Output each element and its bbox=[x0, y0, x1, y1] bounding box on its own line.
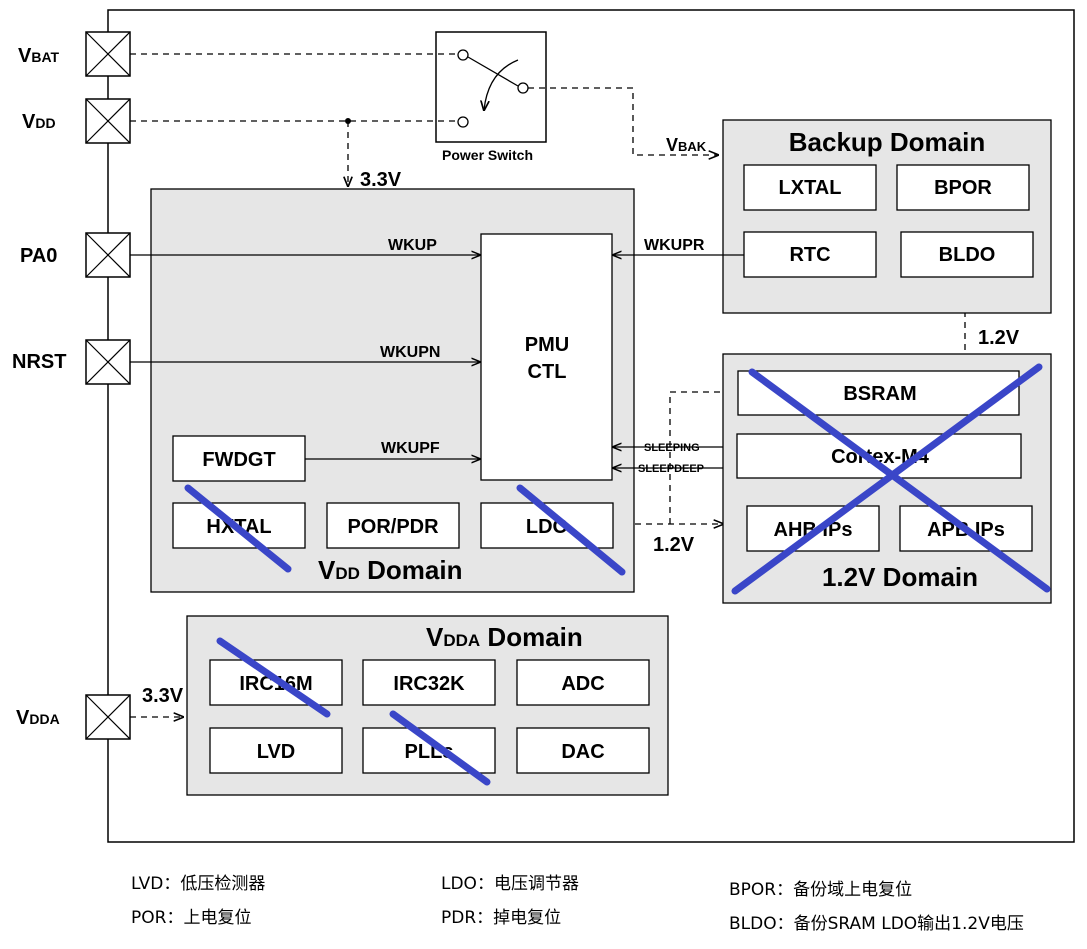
legend-pdr: PDR：掉电复位 bbox=[441, 908, 561, 928]
domain-1v2-title: 1.2V Domain bbox=[822, 562, 978, 592]
pin-label-vbat: VBAT bbox=[18, 45, 60, 67]
pad-vdda bbox=[85, 694, 131, 740]
pad-nrst bbox=[85, 339, 131, 385]
power-switch-label: Power Switch bbox=[442, 147, 533, 163]
legend-lvd: LVD：低压检测器 bbox=[131, 874, 265, 894]
pad-vdd bbox=[85, 98, 131, 144]
block-rtc: RTC bbox=[789, 244, 830, 266]
block-dac: DAC bbox=[561, 741, 604, 763]
pin-label-pa0: PA0 bbox=[20, 245, 57, 267]
pin-label-nrst: NRST bbox=[12, 351, 66, 373]
legend-por: POR：上电复位 bbox=[131, 908, 251, 928]
block-lvd: LVD bbox=[257, 741, 296, 763]
power-switch bbox=[435, 31, 547, 143]
legend-ldo: LDO：电压调节器 bbox=[441, 874, 579, 894]
strike-hxtal bbox=[184, 484, 292, 573]
legend-bldo: BLDO：备份SRAM LDO输出1.2V电压 bbox=[729, 914, 1024, 934]
signal-sleeping: SLEEPING bbox=[644, 442, 700, 454]
voltage-label-3v3-top: 3.3V bbox=[360, 169, 402, 191]
strike-marks bbox=[184, 363, 1051, 786]
block-bpor: BPOR bbox=[934, 177, 992, 199]
backup-domain bbox=[722, 119, 1052, 314]
signal-wkupr: WKUPR bbox=[644, 237, 705, 254]
strike-irc16m bbox=[216, 637, 331, 718]
voltage-label-1v2-backup: 1.2V bbox=[978, 327, 1020, 349]
strike-1v2-domain-b bbox=[731, 363, 1043, 595]
signal-wkupf: WKUPF bbox=[381, 440, 440, 457]
block-fwdgt: FWDGT bbox=[202, 449, 275, 471]
signal-sleepdeep: SLEEPDEEP bbox=[638, 463, 704, 475]
pad-vbat bbox=[85, 31, 131, 77]
block-adc: ADC bbox=[561, 673, 604, 695]
voltage-label-3v3-vdda: 3.3V bbox=[142, 685, 184, 707]
signal-wkupn: WKUPN bbox=[380, 344, 440, 361]
signal-wkup: WKUP bbox=[388, 237, 437, 254]
vdda-domain bbox=[186, 615, 669, 796]
block-pmu-line2: CTL bbox=[528, 361, 567, 383]
block-por-pdr: POR/PDR bbox=[347, 516, 439, 538]
block-pmu-line1: PMU bbox=[525, 334, 569, 356]
pad-pa0 bbox=[85, 232, 131, 278]
backup-domain-title: Backup Domain bbox=[789, 127, 986, 157]
block-lxtal: LXTAL bbox=[779, 177, 842, 199]
signal-lines bbox=[130, 255, 744, 468]
block-irc32k: IRC32K bbox=[393, 673, 465, 695]
voltage-label-1v2-ldo: 1.2V bbox=[653, 534, 695, 556]
pin-label-vdd: VDD bbox=[22, 111, 56, 133]
vdda-domain-title: VDDA Domain bbox=[426, 622, 583, 652]
strike-ldo bbox=[516, 484, 626, 576]
vdd-domain-title: VDD Domain bbox=[318, 555, 462, 585]
legend-bpor: BPOR：备份域上电复位 bbox=[729, 880, 912, 900]
strike-1v2-domain-a bbox=[748, 368, 1051, 593]
strike-plls bbox=[389, 710, 491, 786]
junction-dot bbox=[345, 118, 351, 124]
voltage-label-vbak: VBAK bbox=[666, 135, 707, 155]
block-bldo: BLDO bbox=[939, 244, 996, 266]
block-bsram: BSRAM bbox=[843, 383, 916, 405]
pin-label-vdda: VDDA bbox=[16, 707, 60, 729]
